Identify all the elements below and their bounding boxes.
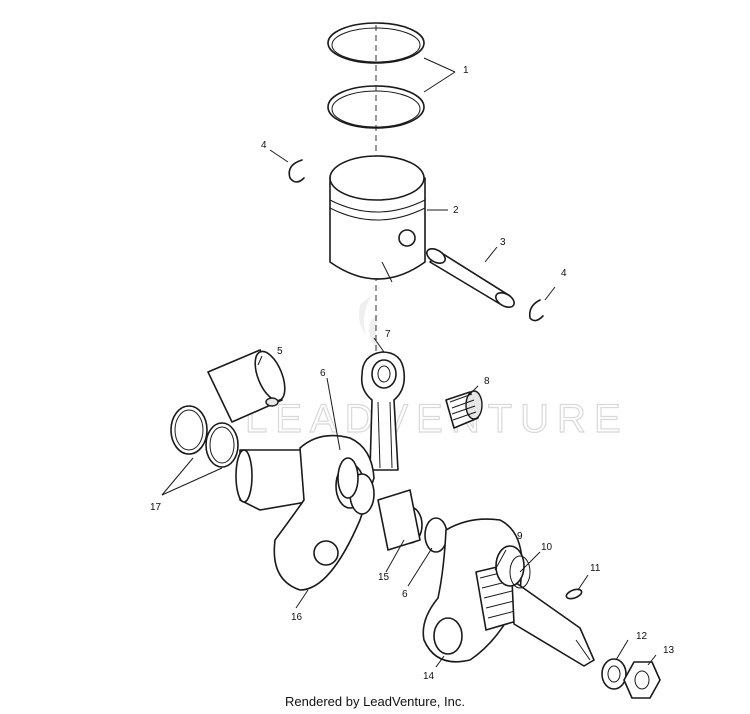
- footer-credit: Rendered by LeadVenture, Inc.: [285, 694, 465, 709]
- callout-6-top: 6: [320, 368, 326, 379]
- crankshaft-left: [235, 434, 375, 591]
- bearing-9: [495, 545, 525, 587]
- piston-ring-upper: [327, 22, 425, 64]
- piston-ring-lower: [327, 85, 425, 129]
- callout-8: 8: [484, 376, 490, 387]
- piston: [329, 155, 426, 283]
- callout-11: 11: [590, 563, 601, 574]
- callout-9: 9: [517, 531, 523, 542]
- callout-17: 17: [150, 502, 162, 513]
- callout-4-right: 4: [561, 268, 567, 279]
- washer-6-left: [337, 457, 359, 499]
- crankshaft-right: [422, 518, 595, 667]
- circlip-left: [288, 159, 305, 183]
- piston-pin: [426, 247, 515, 309]
- callout-14: 14: [423, 671, 435, 682]
- callout-15: 15: [378, 572, 390, 583]
- nut-13: [623, 661, 661, 699]
- callout-4-left: 4: [261, 140, 267, 151]
- needle-bearing-small: [445, 390, 483, 429]
- callout-7: 7: [385, 329, 391, 340]
- seal-ring-outer: [170, 405, 208, 455]
- callout-13: 13: [663, 645, 675, 656]
- callout-2: 2: [453, 205, 459, 216]
- washer-12: [601, 658, 627, 690]
- seal-10: [509, 555, 531, 589]
- watermark-text: LEADVENTURE: [245, 397, 629, 441]
- callout-5: 5: [277, 346, 283, 357]
- woodruff-key: [565, 588, 583, 600]
- main-bearing-5: [207, 349, 286, 423]
- circlip-right: [528, 299, 544, 322]
- washer-6-right: [424, 517, 448, 553]
- callout-10: 10: [541, 542, 553, 553]
- crank-pin: [377, 489, 421, 551]
- connecting-rod: [360, 351, 406, 471]
- callout-1: 1: [463, 65, 469, 76]
- callout-3: 3: [500, 237, 506, 248]
- watermark-logo-icon: [358, 295, 380, 352]
- callout-6-bottom: 6: [402, 589, 408, 600]
- callout-16: 16: [291, 612, 303, 623]
- leader-lines: [161, 57, 657, 668]
- seal-ring-inner: [205, 422, 239, 468]
- callout-12: 12: [636, 631, 648, 642]
